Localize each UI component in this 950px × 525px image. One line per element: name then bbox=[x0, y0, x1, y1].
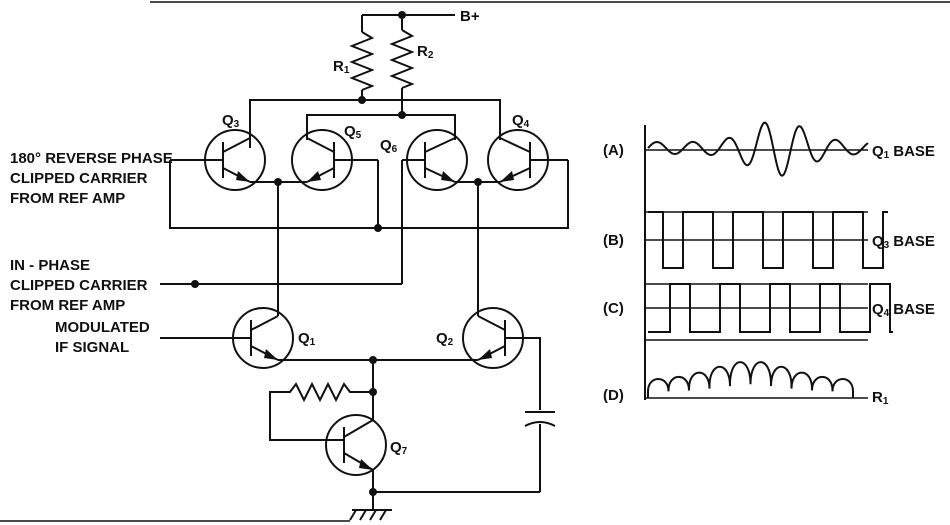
svg-text:FROM REF AMP: FROM REF AMP bbox=[10, 190, 125, 207]
q3-label: Q3 bbox=[222, 112, 240, 130]
supply-rail: B+ bbox=[362, 8, 480, 25]
svg-text:IN - PHASE: IN - PHASE bbox=[10, 257, 90, 274]
in-phase-input-label: IN - PHASE CLIPPED CARRIER FROM REF AMP bbox=[10, 257, 148, 314]
supply-label: B+ bbox=[460, 8, 480, 25]
ground-icon bbox=[349, 509, 392, 521]
waveform-d-tag: (D) bbox=[603, 387, 624, 404]
coupling-capacitor bbox=[369, 411, 556, 496]
transistor-q2: Q2 bbox=[436, 182, 541, 410]
waveform-b-tag: (B) bbox=[603, 232, 624, 249]
r2-label: R2 bbox=[417, 43, 434, 61]
reverse-phase-bus bbox=[169, 160, 569, 232]
q5-label: Q5 bbox=[344, 123, 362, 141]
q7-label: Q7 bbox=[390, 439, 408, 457]
svg-text:FROM REF AMP: FROM REF AMP bbox=[10, 297, 125, 314]
transistor-q6: Q6 bbox=[380, 129, 468, 191]
transistor-q1: Q1 bbox=[160, 182, 316, 369]
q4-label: Q4 bbox=[512, 112, 530, 130]
transistor-q7: Q7 bbox=[325, 414, 408, 510]
waveform-a-tag: (A) bbox=[603, 142, 624, 159]
q6-label: Q6 bbox=[380, 137, 398, 155]
tail-node bbox=[278, 356, 478, 420]
emitter-bus bbox=[250, 178, 500, 186]
bias-resistor bbox=[269, 381, 373, 441]
svg-text:IF SIGNAL: IF SIGNAL bbox=[55, 339, 129, 356]
svg-text:CLIPPED CARRIER: CLIPPED CARRIER bbox=[10, 277, 148, 294]
q1-label: Q1 bbox=[298, 330, 316, 348]
collector-bus bbox=[249, 96, 501, 148]
waveform-c-tag: (C) bbox=[603, 300, 624, 317]
waveform-d-label: R1 bbox=[872, 389, 889, 407]
reverse-phase-input-label: 180° REVERSE PHASE CLIPPED CARRIER FROM … bbox=[10, 150, 173, 207]
svg-text:MODULATED: MODULATED bbox=[55, 319, 150, 336]
resistor-r1: R1 bbox=[333, 15, 375, 100]
svg-text:CLIPPED CARRIER: CLIPPED CARRIER bbox=[10, 170, 148, 187]
transistor-q3: Q3 bbox=[170, 112, 266, 191]
modulated-input-label: MODULATED IF SIGNAL bbox=[55, 319, 150, 356]
q2-label: Q2 bbox=[436, 330, 454, 348]
transistor-q5: Q5 bbox=[291, 123, 378, 191]
in-phase-bus bbox=[160, 160, 403, 288]
r1-label: R1 bbox=[333, 58, 350, 76]
svg-text:180° REVERSE PHASE: 180° REVERSE PHASE bbox=[10, 150, 173, 167]
